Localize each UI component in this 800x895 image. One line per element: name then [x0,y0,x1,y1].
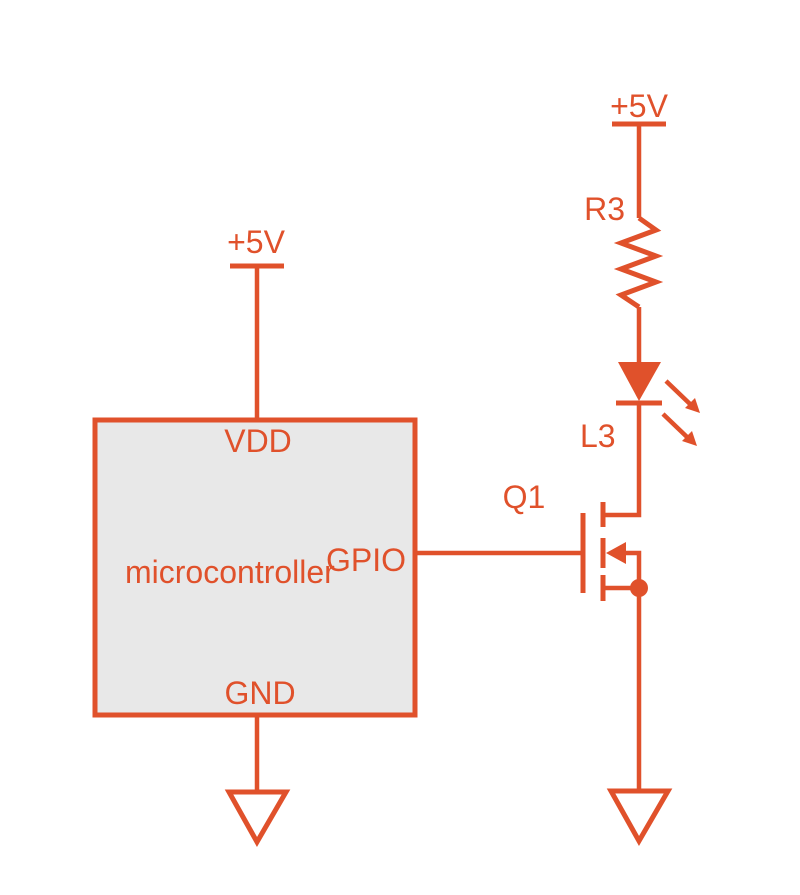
led-label: L3 [580,418,616,454]
resistor-symbol [613,215,664,310]
led-arrow-2-shaft [661,412,689,439]
supply-left: +5V [227,224,286,420]
mosfet-body-to-source-wire [624,550,642,588]
resistor-label: R3 [584,191,625,227]
microcontroller-box [92,417,418,718]
led-arrow-1-shaft [664,379,692,406]
mosfet-q1: Q1 [415,479,648,601]
led-anode-triangle [618,362,661,401]
led-arrow-2-head [682,431,697,446]
pin-gnd-label: GND [224,675,295,711]
led-arrow-1-head [685,398,700,413]
ground-left [224,715,291,848]
led-to-drain-wire [603,403,642,518]
microcontroller-label: microcontroller [125,554,335,590]
supply-right-label: +5V [610,88,668,124]
led-light-arrows [661,379,700,446]
ground-symbol-left [224,789,291,848]
led-l3: L3 [580,362,700,518]
ground-right [606,588,673,847]
pin-gpio-label: GPIO [326,542,406,578]
microcontroller-block: VDD microcontroller GPIO GND [92,417,418,718]
mosfet-body-arrow [606,542,626,564]
ground-symbol-right [606,788,673,847]
supply-left-label: +5V [227,224,285,260]
pin-vdd-label: VDD [224,423,292,459]
resistor-r3: R3 [584,191,664,362]
transistor-label: Q1 [503,479,546,515]
supply-right: +5V [610,88,669,218]
